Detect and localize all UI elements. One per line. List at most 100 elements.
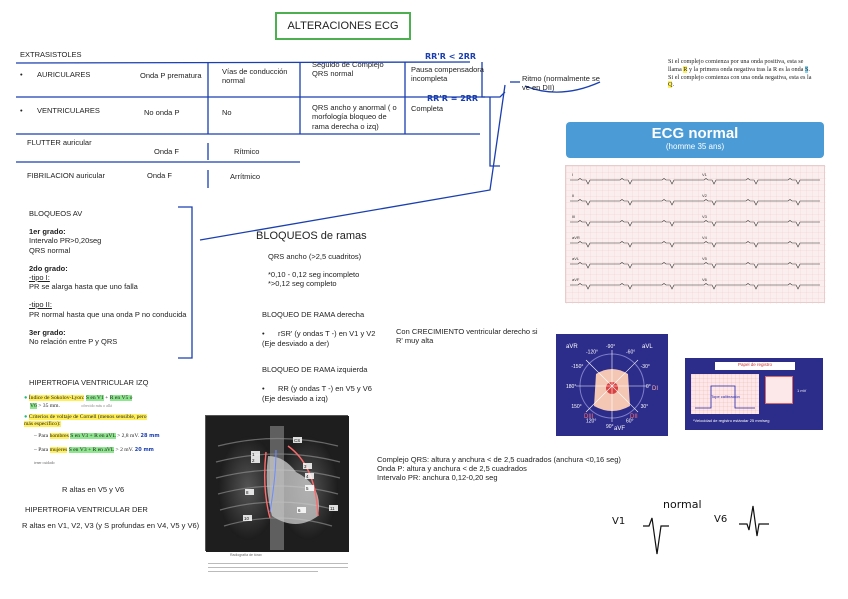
axis-angle-label: -90°	[606, 344, 615, 350]
ventriculares-onda: No onda P	[144, 108, 180, 117]
sokolov-line: ● Índice de Sokolov-Lyon: S en V1 + R en…	[24, 395, 133, 401]
axis-angle-label: 180°	[566, 384, 576, 390]
avl-label: aVL	[642, 344, 653, 350]
extrasistoles-heading: EXTRASISTOLES	[20, 50, 82, 59]
auriculares-seguido: Seguido de Complejo QRS normal	[312, 60, 384, 79]
rama-incompleto: *0,10 - 0,12 seg incompleto	[268, 270, 360, 279]
xray-label-box	[251, 451, 260, 457]
qrs-naming-note: Si el complejo comienza por una onda pos…	[668, 58, 812, 89]
fibrilacion-onda: Onda F	[147, 171, 173, 180]
fibrilacion-label: FIBRILACION auricular	[27, 171, 105, 180]
lead-label: V4	[702, 235, 708, 240]
norm-p: Onda P: altura y anchura < de 2,5 cuadra…	[377, 464, 527, 473]
avr-label: aVR	[566, 344, 578, 350]
axis-angle-label: 90°	[606, 424, 614, 430]
auriculares-handwritten: RR'R < 2RR	[425, 52, 477, 61]
ecg-trace	[570, 199, 820, 206]
rama-completo: *>0,12 seg completo	[268, 279, 337, 288]
v1-handwritten: V1	[612, 516, 626, 527]
hvi-heading: HIPERTROFIA VENTRICULAR IZQ	[29, 378, 149, 387]
auriculares-onda: Onda P prematura	[140, 71, 202, 80]
axis-angle-label: 30°	[641, 404, 649, 410]
ecg-normal-header: ECG normal (homme 35 ans)	[566, 122, 824, 158]
ventriculares-label: VENTRICULARES	[37, 106, 100, 115]
xray-label: 8	[246, 490, 249, 495]
lead-label: V3	[702, 214, 708, 219]
xray-label-box	[293, 437, 302, 443]
d1-label: DI	[652, 386, 658, 392]
paper-note: *Velocidad de registro estándar 25 mm/se…	[693, 418, 770, 423]
page-title: ALTERACIONES ECG	[275, 12, 411, 40]
xray-caption: Radiografía de tórax	[230, 553, 262, 557]
ventriculares-pausa: Completa	[411, 104, 444, 113]
lead-label: II	[572, 193, 574, 198]
ventriculares-handwritten: RR'R = 2RR	[427, 94, 479, 103]
ecg-trace	[570, 283, 820, 290]
lead-label: aVR	[572, 235, 580, 240]
xray-caption-lines	[208, 560, 348, 578]
xray-label: CS	[294, 438, 300, 443]
axis-angle-label: 150°	[571, 404, 581, 410]
axis-angle-label: 120°	[586, 419, 596, 425]
paper-grid-drawing: Tope calibración	[691, 374, 759, 414]
av-tipo1-text: PR se alarga hasta que uno falla	[29, 282, 138, 291]
paper-mv: 1 mV	[797, 388, 807, 393]
cornell-women: – Para mujeres S en V3 + R en aVL > 2 mV…	[34, 447, 154, 454]
xray-label-box	[305, 485, 314, 491]
av-tipo1-title: -tipo I:	[29, 273, 50, 282]
xray-label: 1	[252, 452, 255, 457]
xray-label-box	[305, 473, 314, 479]
hvi-r-altas: R altas en V5 y V6	[62, 485, 125, 494]
av-tipo2-title: -tipo II:	[29, 300, 52, 309]
flutter-onda: Onda F	[154, 147, 180, 156]
paper-calib: Tope calibración	[711, 394, 740, 399]
av-tipo2-text: PR normal hasta que una onda P no conduc…	[29, 310, 187, 319]
rama-izquierda-line2: (Eje desviado a izq)	[262, 394, 328, 403]
flutter-ritmo: Rítmico	[234, 147, 260, 156]
xray-label-box	[243, 515, 252, 521]
av-grade1-line2: QRS normal	[29, 246, 71, 255]
flutter-label: FLUTTER auricular	[27, 138, 92, 147]
xray-label: 6	[298, 508, 301, 513]
av-grade1-title: 1er grado:	[29, 227, 66, 236]
v1-v6-complexes	[643, 505, 769, 555]
paper-title: Papel de registro	[715, 362, 795, 370]
bloqueos-av-heading: BLOQUEOS AV	[29, 209, 83, 218]
xray-label-box	[329, 505, 338, 511]
ritmo-note: Ritmo (normalmente se ve en DII)	[522, 74, 600, 93]
lead-label: III	[572, 214, 575, 219]
xray-label: 10	[244, 516, 250, 521]
sokolov-line2: V6 > 35 mm. ofrecido más o allá	[30, 402, 112, 409]
axis-angle-label: -60°	[626, 349, 635, 355]
cornell-tiny: tener cuidado	[34, 460, 55, 465]
ecg-normal-title: ECG normal	[651, 125, 739, 142]
bullet: •	[262, 329, 265, 338]
bloqueos-rama-heading: BLOQUEOS de ramas	[256, 230, 367, 242]
hvd-text: R altas en V1, V2, V3 (y S profundas en …	[22, 521, 200, 530]
rama-derecha-line2: (Eje desviado a der)	[262, 339, 330, 348]
ventriculares-vias: No	[222, 108, 232, 117]
axis-angle-label: -120°	[586, 349, 598, 355]
norm-pr: Intervalo PR: anchura 0,12-0,20 seg	[377, 473, 498, 482]
ventriculares-seguido: QRS ancho y anormal ( o morfología bloqu…	[312, 103, 397, 131]
lead-label: I	[572, 172, 573, 177]
lead-label: V5	[702, 256, 708, 261]
paper-square	[765, 376, 793, 404]
lead-label: aVL	[572, 256, 580, 261]
lead-label: V1	[702, 172, 708, 177]
cornell-title: ● Criterios de voltaje de Cornell (menos…	[24, 413, 147, 428]
rama-izquierda-title: BLOQUEO DE RAMA izquierda	[262, 365, 368, 374]
axis-angle-label: -30°	[641, 364, 650, 370]
bullet: •	[20, 70, 23, 79]
auriculares-vias: Vías de conducción normal	[222, 67, 288, 86]
hvi-criteria: ● Índice de Sokolov-Lyon: S en V1 + R en…	[24, 395, 194, 495]
avf-label: aVF	[614, 426, 625, 432]
axis-angle-label: -150°	[571, 364, 583, 370]
rama-derecha-line1: rSR' (y ondas T -) en V1 y V2	[278, 329, 376, 338]
ecg-trace	[570, 262, 820, 269]
axis-drawing: -90°-120°-60°-150°-30°180°0°150°30°120°6…	[566, 344, 658, 432]
